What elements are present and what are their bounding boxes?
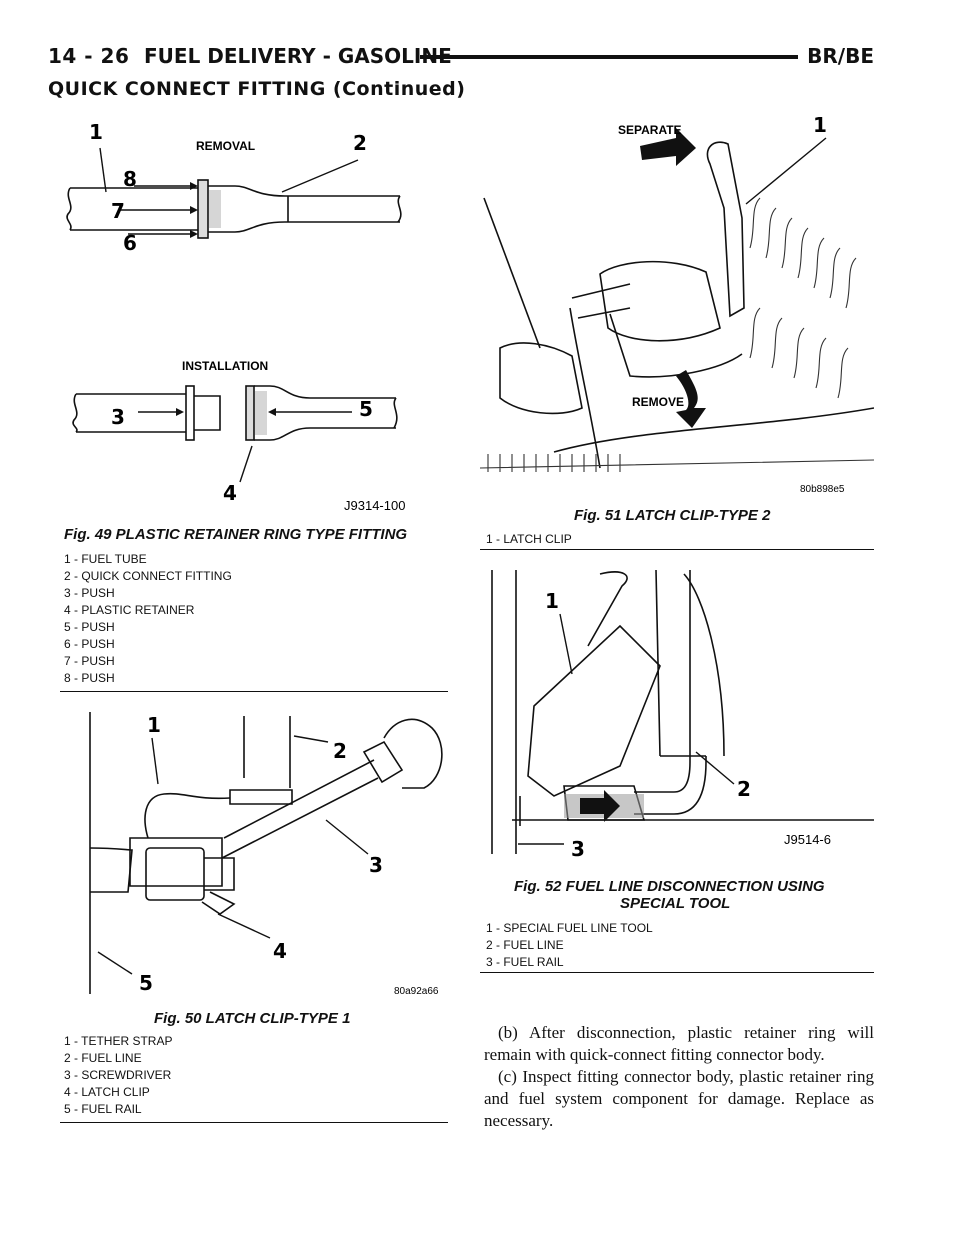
callout-4: 4 — [273, 939, 287, 963]
legend-item: 2 - FUEL LINE — [486, 938, 564, 952]
callout-2: 2 — [353, 131, 367, 155]
label-separate: SEPARATE — [618, 123, 682, 137]
fig52-divider — [480, 972, 874, 973]
page-header: 14 - 26 FUEL DELIVERY - GASOLINE BR/BE — [48, 44, 874, 74]
callout-4: 4 — [223, 481, 237, 505]
fig52-caption-line1: Fig. 52 FUEL LINE DISCONNECTION USING — [514, 878, 825, 895]
fig51-divider — [480, 549, 874, 550]
callout-5: 5 — [359, 397, 373, 421]
callout-2: 2 — [737, 777, 751, 801]
legend-item: 3 - FUEL RAIL — [486, 955, 564, 969]
legend-item: 2 - FUEL LINE — [64, 1051, 142, 1065]
fig51-caption: Fig. 51 LATCH CLIP-TYPE 2 — [574, 507, 771, 524]
fig50-image-code: 80a92a66 — [394, 986, 439, 997]
figure-52-illustration: 1 2 3 J9514-6 — [484, 566, 874, 864]
fig51-image-code: 80b898e5 — [800, 484, 845, 495]
figure-49-illustration: 1 2 8 7 6 3 5 4 REMOVAL INSTALLATION J93… — [60, 108, 440, 520]
callout-8: 8 — [123, 167, 137, 191]
callout-5: 5 — [139, 971, 153, 995]
legend-item: 1 - LATCH CLIP — [486, 532, 572, 546]
label-remove: REMOVE — [632, 395, 684, 409]
section-title: FUEL DELIVERY - GASOLINE — [144, 44, 452, 68]
fig49-caption: Fig. 49 PLASTIC RETAINER RING TYPE FITTI… — [64, 526, 408, 543]
legend-item: 1 - FUEL TUBE — [64, 552, 147, 566]
callout-1: 1 — [147, 713, 161, 737]
legend-item: 1 - SPECIAL FUEL LINE TOOL — [486, 921, 653, 935]
fig52-legend: 1 - SPECIAL FUEL LINE TOOL 2 - FUEL LINE… — [486, 920, 653, 971]
page-number: 14 - 26 — [48, 44, 130, 68]
fig50-divider — [60, 1122, 448, 1123]
legend-item: 4 - LATCH CLIP — [64, 1085, 150, 1099]
paragraph-c: (c) Inspect fitting connector body, plas… — [484, 1067, 874, 1130]
legend-item: 7 - PUSH — [64, 654, 115, 668]
legend-item: 4 - PLASTIC RETAINER — [64, 603, 195, 617]
callout-1: 1 — [89, 120, 103, 144]
figure-51-illustration: SEPARATE REMOVE 1 80b898e5 — [480, 108, 874, 496]
legend-item: 3 - SCREWDRIVER — [64, 1068, 172, 1082]
callout-7: 7 — [111, 199, 125, 223]
callout-3: 3 — [571, 837, 585, 861]
fig49-legend: 1 - FUEL TUBE 2 - QUICK CONNECT FITTING … — [64, 551, 232, 687]
fig50-caption: Fig. 50 LATCH CLIP-TYPE 1 — [154, 1010, 351, 1027]
callout-3: 3 — [111, 405, 125, 429]
fig51-legend: 1 - LATCH CLIP — [486, 531, 572, 548]
fig50-legend: 1 - TETHER STRAP 2 - FUEL LINE 3 - SCREW… — [64, 1033, 172, 1118]
legend-item: 1 - TETHER STRAP — [64, 1034, 173, 1048]
paragraph-b: (b) After disconnection, plastic retaine… — [484, 1023, 874, 1064]
legend-item: 5 - PUSH — [64, 620, 115, 634]
callout-6: 6 — [123, 231, 137, 255]
figure-50-illustration: 1 2 3 4 5 80a92a66 — [84, 708, 454, 1000]
model-code: BR/BE — [807, 44, 874, 68]
callout-2: 2 — [333, 739, 347, 763]
continued-title: QUICK CONNECT FITTING (Continued) — [48, 78, 466, 100]
legend-item: 8 - PUSH — [64, 671, 115, 685]
callout-3: 3 — [369, 853, 383, 877]
header-rule — [420, 55, 798, 59]
label-installation: INSTALLATION — [182, 359, 268, 373]
legend-item: 3 - PUSH — [64, 586, 115, 600]
fig52-image-code: J9514-6 — [784, 832, 831, 847]
legend-item: 2 - QUICK CONNECT FITTING — [64, 569, 232, 583]
label-removal: REMOVAL — [196, 139, 255, 153]
legend-item: 6 - PUSH — [64, 637, 115, 651]
legend-item: 5 - FUEL RAIL — [64, 1102, 142, 1116]
callout-1: 1 — [813, 113, 827, 137]
body-text: (b) After disconnection, plastic retaine… — [484, 1022, 874, 1132]
fig52-caption-line2: SPECIAL TOOL — [620, 895, 731, 912]
fig49-divider — [60, 691, 448, 692]
callout-1: 1 — [545, 589, 559, 613]
fig49-image-code: J9314-100 — [344, 498, 405, 513]
